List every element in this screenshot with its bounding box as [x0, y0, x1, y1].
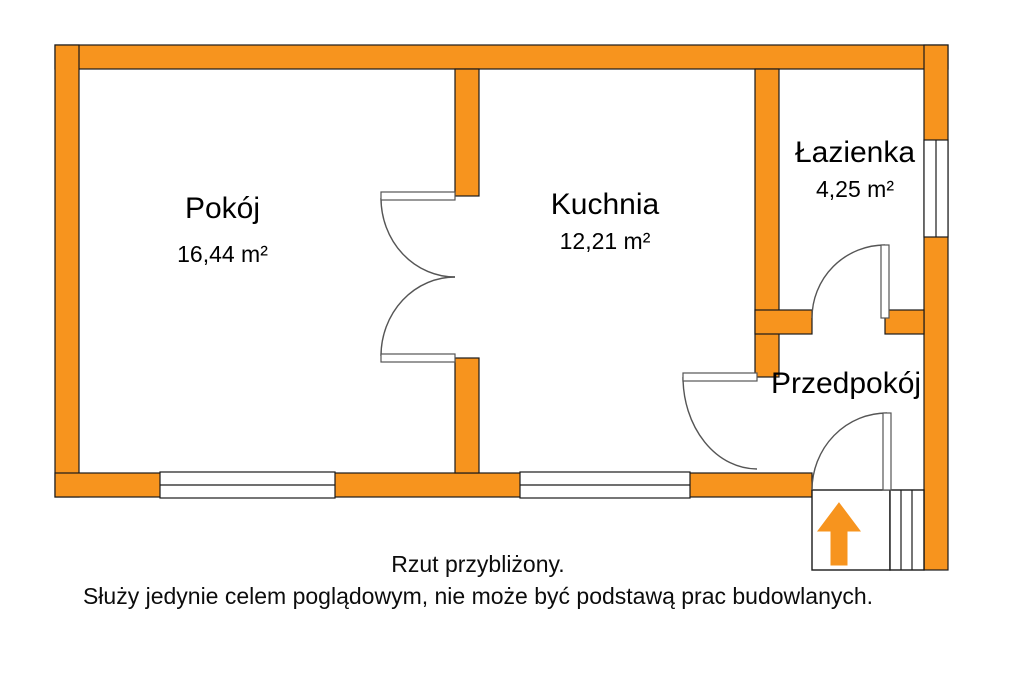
door-entrance [811, 412, 892, 491]
door-leaf [380, 191, 456, 201]
partition-lazienka-przedpokoj-left [754, 309, 813, 335]
caption-line-1: Rzut przybliżony. [391, 551, 565, 577]
wall-right [923, 44, 949, 571]
caption-line-2: Służy jedynie celem poglądowym, nie może… [82, 583, 874, 609]
door-pokoj-kuchnia [380, 191, 456, 363]
wall-top [54, 44, 949, 70]
door-leaf [880, 244, 890, 319]
door-swing-arc [811, 412, 888, 491]
door-leaf [882, 412, 892, 491]
wall-left [54, 44, 80, 498]
room-area-pokoj: 16,44 m² [177, 241, 268, 267]
window-pokoj [159, 471, 336, 499]
window-kuchnia [519, 471, 691, 499]
door-swing-arc [811, 244, 886, 319]
door-swing-arc [380, 276, 456, 357]
room-label-lazienka: Łazienka [794, 136, 916, 169]
entrance-arrow-icon [817, 502, 861, 566]
door-lazienka [811, 244, 890, 319]
window-lazienka [923, 139, 949, 238]
room-label-kuchnia: Kuchnia [550, 188, 660, 221]
partition-pokoj-kuchnia-upper [454, 68, 480, 197]
room-area-lazienka: 4,25 m² [816, 176, 894, 202]
room-label-pokoj: Pokój [184, 192, 261, 225]
doors [380, 191, 892, 491]
partition-pokoj-kuchnia-lower [454, 357, 480, 474]
room-label-przedpokoj: Przedpokój [770, 367, 922, 400]
door-leaf [380, 353, 456, 363]
door-leaf [682, 372, 758, 382]
door-swing-arc [682, 376, 758, 470]
room-area-kuchnia: 12,21 m² [559, 228, 651, 254]
windows [159, 139, 949, 499]
door-przedpokoj [682, 372, 758, 470]
door-swing-arc [380, 197, 456, 278]
partition-lazienka-przedpokoj-right [884, 309, 925, 335]
entrance-steps [889, 489, 925, 571]
